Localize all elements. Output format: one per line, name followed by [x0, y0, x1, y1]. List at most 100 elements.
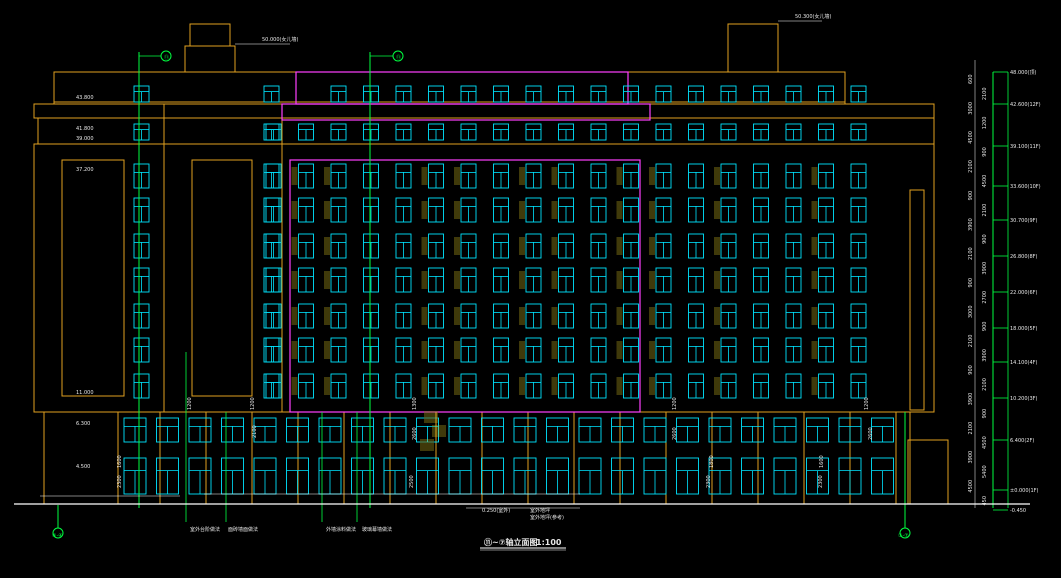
mid-dim-11: 1600	[117, 455, 123, 468]
right-dim-3: 3000	[968, 102, 974, 115]
drawing-title: ⑪~⑦轴立面图	[484, 537, 537, 547]
right-dim-21: 900	[968, 365, 974, 375]
bottom-note-4: 玻璃幕墙做法	[362, 526, 392, 533]
axis-right-label: ③-⑦	[898, 533, 909, 539]
right-level-7: 22.000(6F)	[1010, 290, 1038, 296]
roof-level-right: 50.300(女儿墙)	[795, 13, 831, 20]
cornice	[33, 103, 935, 119]
left-wall-panel	[61, 159, 125, 397]
axis-marker-a: ⑪	[164, 54, 169, 61]
ground-note-2: 室外地坪(参考)	[530, 514, 564, 521]
right-podium	[907, 439, 949, 505]
right-dim-13: 2100	[968, 247, 974, 260]
right-level-3: 39.100(11F)	[1010, 144, 1041, 150]
drawing-scale: 1:100	[536, 538, 562, 547]
mid-dim-1: 1200	[187, 397, 193, 410]
right-level-10: 10.200(3F)	[1010, 396, 1038, 402]
left-level-7: 4.500	[76, 464, 90, 470]
accent-frame-main	[289, 159, 641, 413]
window-grid	[123, 85, 894, 495]
left-level-1: 43.800	[76, 95, 94, 101]
right-level-4: 33.600(10F)	[1010, 184, 1041, 190]
roof-stair-left	[189, 23, 231, 47]
mid-dim-2: 1200	[250, 397, 256, 410]
mid-dim-3: 1300	[412, 397, 418, 410]
right-dim-27: 3900	[968, 451, 974, 464]
left-level-3: 39.000	[76, 136, 94, 142]
mid-dim-9: 2600	[868, 427, 874, 440]
right-level-1: 48.000(顶)	[1010, 70, 1036, 76]
left-level-6: 6.300	[76, 421, 90, 427]
annotation-text: 50.000(女儿墙) 50.300(女儿墙) ⑪ ⑪ 43.800 41.80…	[52, 13, 909, 547]
right-level-9: 14.100(4F)	[1010, 360, 1038, 366]
right-dim-24: 900	[982, 409, 988, 419]
right-level-2: 42.600(12F)	[1010, 102, 1041, 108]
right-dim-7: 2100	[968, 160, 974, 173]
roof-level-left: 50.000(女儿墙)	[262, 36, 298, 43]
right-dimension-labels: 600 2100 3000 1200 4500 900 2100 4500 900 2100 390…	[968, 74, 988, 505]
right-dim-16: 2700	[982, 291, 988, 304]
right-dim-1: 600	[968, 74, 974, 84]
mid-dim-8: 2600	[672, 427, 678, 440]
right-level-12: ±0.000(1F)	[1010, 488, 1039, 494]
right-dim-17: 3000	[968, 305, 974, 318]
roof-band	[53, 71, 846, 103]
middle-dimension-labels: 1200 1200 1300 1200 1200 2100 2600 2600 2600 1800…	[117, 397, 874, 488]
mid-dim-15: 2300	[706, 475, 712, 488]
mid-dim-10: 1800	[709, 455, 715, 468]
mid-dim-12: 1600	[819, 455, 825, 468]
right-dim-6: 900	[982, 147, 988, 157]
axis-right-bubble	[899, 527, 911, 539]
right-level-6: 26.800(8F)	[1010, 254, 1038, 260]
building-outline	[33, 23, 949, 505]
right-dim-10: 2100	[982, 204, 988, 217]
right-dim-28: 5400	[982, 465, 988, 478]
right-dim-11: 3900	[968, 218, 974, 231]
mid-dim-7: 2600	[412, 427, 418, 440]
right-dim-5: 4500	[968, 131, 974, 144]
right-dim-30: 450	[982, 496, 988, 506]
right-dim-2: 2100	[982, 87, 988, 100]
right-level-11: 6.400(2F)	[1010, 438, 1034, 444]
right-level-labels: 48.000(顶) 42.600(12F) 39.100(11F) 33.600(10…	[993, 70, 1041, 514]
ground-note-1: 室外地坪	[530, 507, 550, 514]
right-dim-18: 900	[982, 322, 988, 332]
bottom-note-3: 外墙涂料做法	[326, 526, 356, 533]
mid-dim-6: 2100	[252, 425, 258, 438]
right-edge-panel	[909, 189, 925, 411]
right-dim-22: 2100	[982, 378, 988, 391]
main-facade	[33, 143, 935, 413]
bottom-note-1: 室外台阶做法	[190, 526, 220, 533]
accent-frame-mid	[281, 103, 651, 121]
left-inner-panel	[191, 159, 253, 397]
right-dim-15: 900	[968, 278, 974, 288]
right-level-13: -0.450	[1010, 508, 1026, 514]
left-level-4: 37.200	[76, 167, 94, 173]
mid-dim-14: 2500	[409, 475, 415, 488]
axis-marker-b: ⑪	[396, 54, 401, 61]
mid-dim-5: 1200	[864, 397, 870, 410]
right-dim-4: 1200	[982, 116, 988, 129]
axis-left-label: ③-④	[52, 533, 63, 539]
right-dim-14: 3900	[982, 262, 988, 275]
left-level-2: 41.800	[76, 126, 94, 132]
left-level-5: 11.000	[76, 390, 94, 396]
mid-dim-4: 1200	[672, 397, 678, 410]
right-dim-26: 4500	[982, 436, 988, 449]
ground-level-label: 0.250(室外)	[482, 507, 510, 514]
roof-structure-left	[184, 45, 236, 73]
right-dim-9: 900	[968, 191, 974, 201]
right-dim-8: 4500	[982, 175, 988, 188]
mid-dim-16: 2300	[818, 475, 824, 488]
right-dim-29: 4500	[968, 480, 974, 493]
bottom-note-2: 面砖墙面做法	[228, 526, 258, 533]
right-dim-20: 3900	[982, 349, 988, 362]
right-level-5: 30.700(9F)	[1010, 218, 1038, 224]
right-dim-19: 2100	[968, 334, 974, 347]
right-dim-25: 2100	[968, 422, 974, 435]
roof-structure-right	[727, 23, 779, 73]
mid-dim-13: 2300	[117, 475, 123, 488]
right-dim-12: 900	[982, 234, 988, 244]
right-dim-23: 3900	[968, 393, 974, 406]
